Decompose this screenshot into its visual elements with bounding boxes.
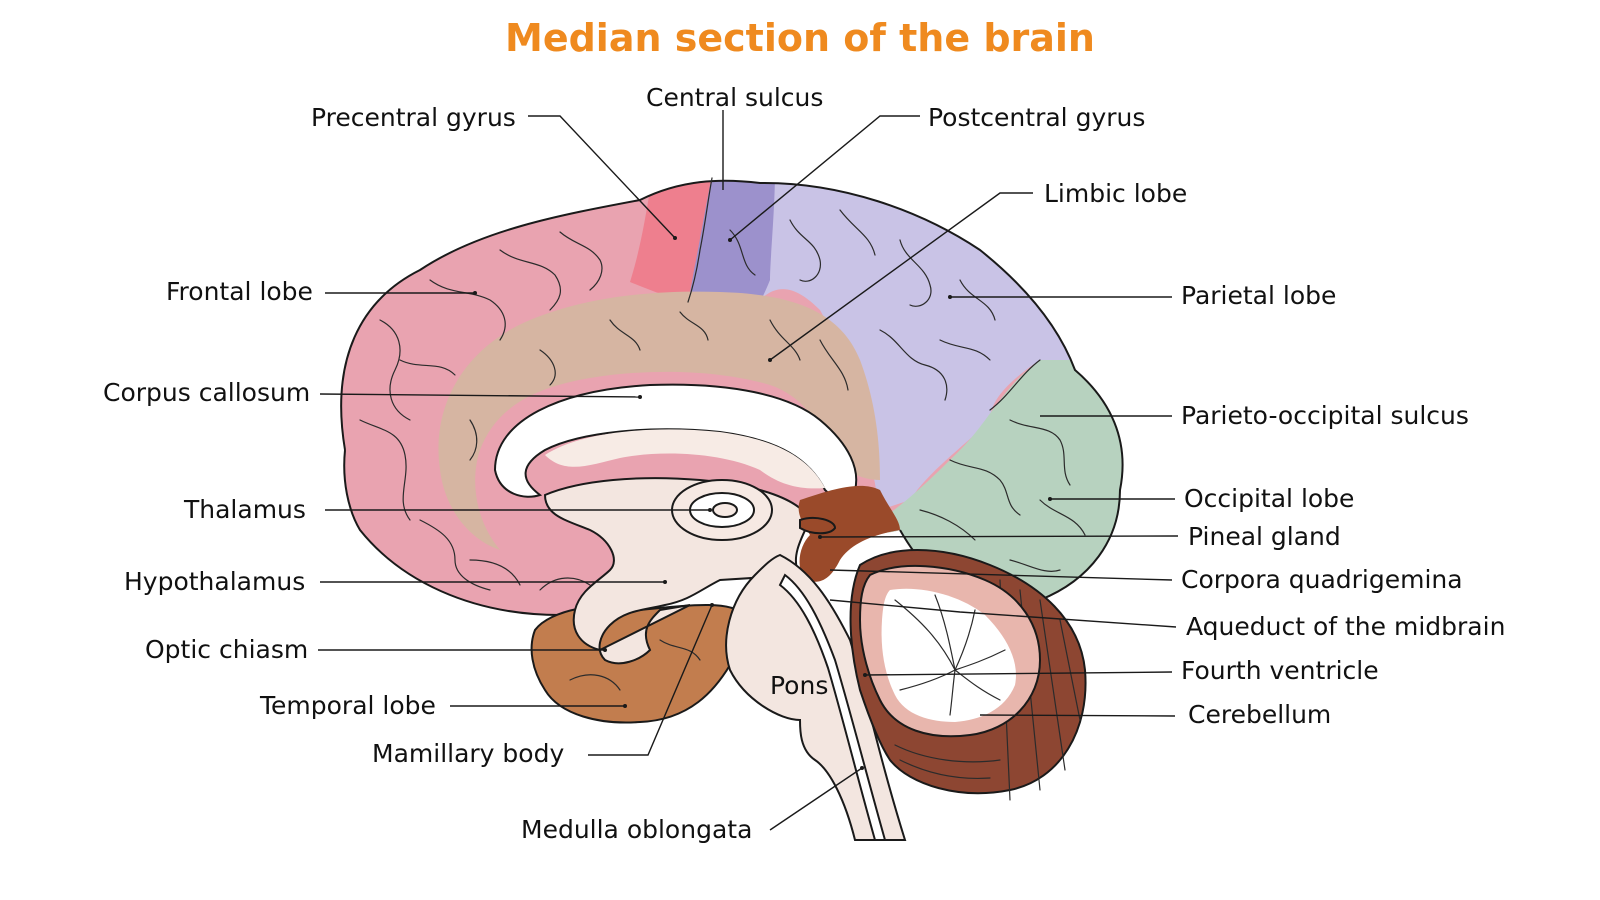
label-parietal-lobe: Parietal lobe: [1181, 281, 1336, 310]
label-precentral-gyrus: Precentral gyrus: [311, 103, 516, 132]
label-limbic-lobe: Limbic lobe: [1044, 179, 1187, 208]
label-temporal-lobe: Temporal lobe: [259, 691, 436, 720]
midbrain-tectum-region: [798, 485, 900, 582]
label-aqueduct-midbrain: Aqueduct of the midbrain: [1186, 612, 1505, 641]
arbor-vitae: [881, 588, 1016, 722]
pineal-gland-shape: [799, 517, 837, 535]
label-thalamus: Thalamus: [183, 495, 306, 524]
label-fourth-ventricle: Fourth ventricle: [1181, 656, 1379, 685]
thalamus-structure: [671, 479, 773, 541]
label-corpora-quadrigemina: Corpora quadrigemina: [1181, 565, 1463, 594]
label-medulla-oblongata: Medulla oblongata: [521, 815, 752, 844]
label-occipital-lobe: Occipital lobe: [1184, 484, 1354, 513]
lateral-ventricle: [545, 429, 825, 489]
label-frontal-lobe: Frontal lobe: [166, 277, 313, 306]
label-postcentral-gyrus: Postcentral gyrus: [928, 103, 1145, 132]
diagram-title: Median section of the brain: [505, 16, 1095, 60]
leader-lines: [318, 110, 1179, 831]
precentral-gyrus-region: [630, 180, 712, 302]
cerebellum-structure: [849, 549, 1087, 801]
temporal-lobe-region: [530, 604, 754, 724]
label-central-sulcus: Central sulcus: [646, 83, 823, 112]
label-cerebellum: Cerebellum: [1188, 700, 1331, 729]
label-pineal-gland: Pineal gland: [1188, 522, 1341, 551]
label-mamillary-body: Mamillary body: [372, 739, 564, 768]
label-optic-chiasm: Optic chiasm: [145, 635, 308, 664]
limbic-lobe-region: [438, 291, 880, 550]
gyri-lines: [359, 177, 1086, 591]
label-parieto-occipital-sulcus: Parieto-occipital sulcus: [1181, 401, 1469, 430]
label-corpus-callosum: Corpus callosum: [103, 378, 310, 407]
label-pons: Pons: [770, 671, 828, 700]
label-hypothalamus: Hypothalamus: [124, 567, 305, 596]
labels: Precentral gyrus Central sulcus Postcent…: [103, 83, 1505, 844]
